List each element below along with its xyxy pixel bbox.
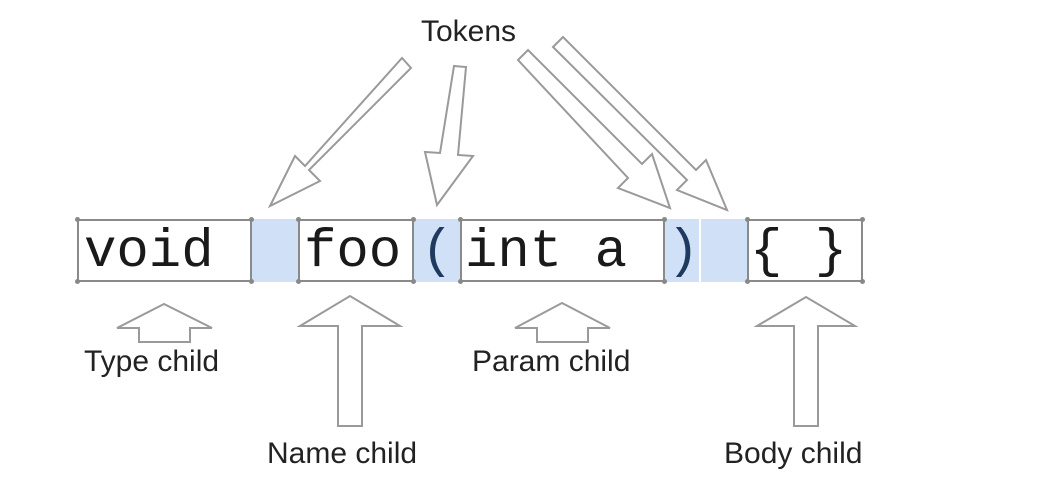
corner-dot — [249, 279, 254, 284]
name-child-box — [298, 219, 414, 282]
corner-dot — [75, 217, 80, 222]
code-param: int a — [465, 222, 628, 283]
token-rparen — [665, 219, 699, 282]
code-name: foo — [304, 222, 402, 283]
body-child-arrow — [753, 295, 859, 427]
token-arrow-1 — [267, 56, 413, 209]
param-child-arrow — [514, 301, 611, 343]
corner-dot — [745, 279, 750, 284]
code-body: { } — [750, 222, 848, 283]
type-child-arrow — [116, 302, 213, 343]
type-child-box — [77, 219, 252, 282]
param-child-label: Param child — [472, 345, 631, 378]
param-child-box — [460, 219, 665, 282]
token-arrow-3 — [516, 48, 672, 210]
code-lparen: ( — [421, 222, 454, 283]
corner-dot — [662, 279, 667, 284]
code-type: void — [84, 222, 214, 283]
corner-dot — [458, 279, 463, 284]
token-lparen — [414, 219, 460, 282]
corner-dot — [860, 217, 865, 222]
token-space-2 — [701, 219, 747, 282]
corner-dot — [458, 217, 463, 222]
code-rparen: ) — [667, 222, 700, 283]
corner-dot — [745, 217, 750, 222]
corner-dot — [75, 279, 80, 284]
corner-dot — [662, 217, 667, 222]
corner-dot — [296, 279, 301, 284]
name-child-label: Name child — [267, 437, 418, 470]
name-child-arrow — [296, 294, 404, 427]
tokens-label: Tokens — [421, 15, 517, 48]
corner-dot — [860, 279, 865, 284]
corner-dot — [296, 217, 301, 222]
token-arrow-4 — [551, 35, 729, 212]
body-child-label: Body child — [724, 437, 863, 470]
corner-dot — [249, 217, 254, 222]
body-child-box — [747, 219, 863, 282]
token-arrow-2 — [423, 64, 475, 208]
corner-dot — [411, 217, 416, 222]
corner-dot — [411, 279, 416, 284]
token-space-1 — [252, 219, 298, 282]
type-child-label: Type child — [84, 345, 220, 378]
